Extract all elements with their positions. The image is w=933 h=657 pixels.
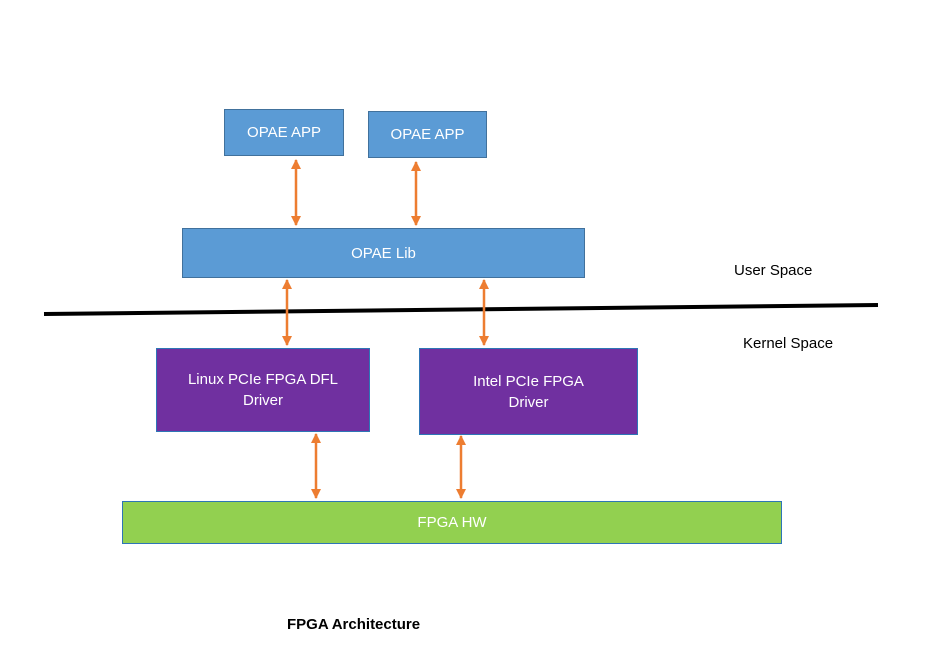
opae-app-label-1: OPAE APP <box>247 124 321 141</box>
fpga-hw-box: FPGA HW <box>122 501 782 544</box>
linux-dfl-driver-label: Linux PCIe FPGA DFL Driver <box>187 371 339 409</box>
user-space-label: User Space <box>734 262 813 279</box>
linux-dfl-driver-box: Linux PCIe FPGA DFL Driver <box>156 348 370 432</box>
opae-app-label-2: OPAE APP <box>390 126 465 143</box>
opae-app-box-1: OPAE APP <box>224 109 344 156</box>
diagram-caption: FPGA Architecture <box>287 616 421 633</box>
intel-driver-label: Intel PCIe FPGA Driver <box>473 372 584 411</box>
opae-lib-box: OPAE Lib <box>182 228 585 278</box>
fpga-hw-label: FPGA HW <box>417 514 487 531</box>
intel-driver-box: Intel PCIe FPGA Driver <box>419 348 638 435</box>
user-kernel-divider <box>43 303 879 316</box>
opae-app-box-2: OPAE APP <box>368 111 487 158</box>
opae-lib-label: OPAE Lib <box>351 244 416 262</box>
kernel-space-label: Kernel Space <box>743 335 834 352</box>
